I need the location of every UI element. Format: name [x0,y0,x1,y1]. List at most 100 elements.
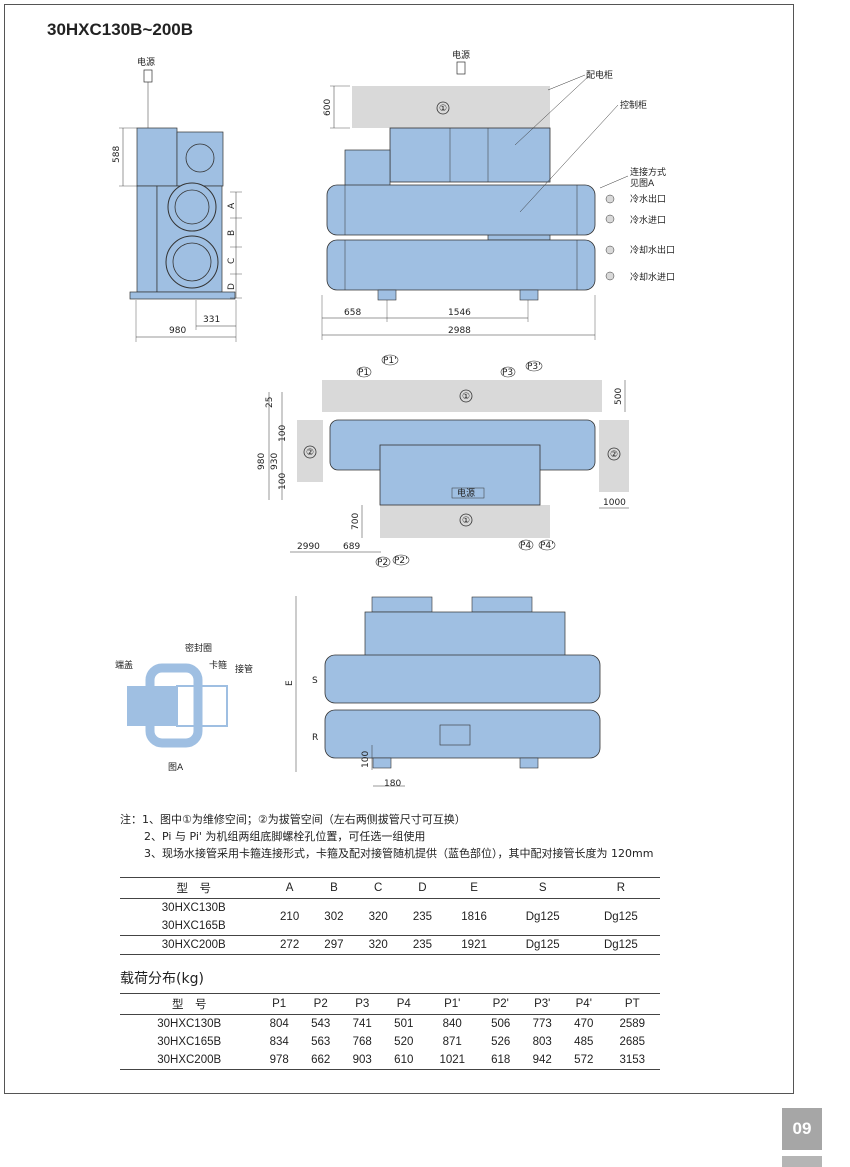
end-cap-label: 端盖 [115,659,133,671]
cell-model: 30HXC165B [157,1036,222,1048]
cell: 3153 [604,1051,660,1070]
cell: Dg125 [603,911,638,923]
dim-100-a: 100 [278,425,288,442]
fig-a-drawing: 端盖 密封圈 卡箍 接管 图A [115,642,253,773]
cooling-out-label: 冷却水出口 [630,244,675,256]
seal-ring-label: 密封圈 [185,642,212,654]
load-table: 型 号 P1 P2 P3 P4 P1' P2' P3' P4' PT 30HXC… [120,993,660,1070]
label-P2p: P2' [394,556,408,566]
cell: 506 [491,1018,511,1030]
circle2-right: ② [610,450,618,460]
side-view-drawing: 电源 588 A B C D 980 331 [112,56,242,342]
cell: 470 [574,1018,594,1030]
col-E: E [444,877,504,899]
note-3: 3、现场水接管采用卡箍连接形式，卡箍及配对接管随机提供（蓝色部位），其中配对接管… [144,847,654,860]
cell: 572 [563,1051,605,1070]
cell-model: 30HXC200B [120,1051,259,1070]
dim-100-b: 100 [278,473,288,490]
notes-block: 注：1、图中①为维修空间；②为拔管空间（左右两侧拔管尺寸可互换） 2、Pi 与 … [120,811,653,862]
cell: 320 [356,935,401,955]
dim-930: 930 [270,453,280,470]
cell: 903 [341,1051,383,1070]
cell: 942 [521,1051,563,1070]
cell: 1021 [424,1051,480,1070]
dimension-table-header: 型 号 A B C D E S R [120,877,660,899]
cell: 741 [352,1018,372,1030]
load-table-title: 载荷分布(kg) [120,971,204,987]
cell: 520 [394,1036,414,1048]
cell: 768 [352,1036,372,1048]
dim-600: 600 [323,99,333,116]
cell: 485 [574,1036,594,1048]
cell: 840 [442,1018,462,1030]
cell: 871 [442,1036,462,1048]
table-row: 30HXC165B [120,917,660,936]
cell: 803 [532,1036,552,1048]
page-title: 30HXC130B~200B [47,20,194,39]
cell: 526 [491,1036,511,1048]
cooling-in-label: 冷却水进口 [630,271,675,283]
label-A: A [227,202,237,209]
cell: 2589 [619,1018,646,1030]
col-P4p: P4' [563,993,605,1015]
cell: 834 [269,1036,289,1048]
cell: 2685 [619,1036,646,1048]
label-P1: P1 [358,368,369,378]
front-view-drawing: 电源 ① 600 配电柜 控制柜 连接方式 见图A 冷水出口 冷水 [321,49,675,340]
fig-a-caption: 图A [168,762,184,773]
table-row: 30HXC130B 804 543 741 501 840 506 773 47… [120,1015,660,1034]
page-number: 09 [782,1108,822,1150]
connect-method-label: 连接方式 [630,166,666,178]
cell: 210 [280,911,300,923]
cell: 978 [258,1051,300,1070]
table-row: 30HXC200B 272 297 320 235 1921 Dg125 Dg1… [120,935,660,955]
label-P3p: P3' [527,362,541,372]
label-E: E [285,680,295,686]
cell: 662 [299,1051,342,1070]
circle1-plan-bottom: ① [462,516,470,526]
cell: 235 [412,911,433,923]
control-cabinet-label: 控制柜 [620,99,647,111]
cell: 235 [400,935,445,955]
dim-1546: 1546 [448,308,471,318]
circle2-left: ② [306,448,314,458]
col-P3p: P3' [521,993,563,1015]
dim-700: 700 [351,513,361,530]
dim-331: 331 [203,315,220,325]
col-P1p: P1' [424,993,480,1015]
label-B: B [227,230,237,236]
dim-500: 500 [614,388,624,405]
chilled-out-label: 冷水出口 [630,193,666,205]
col-P4: P4 [383,993,425,1015]
power-label: 电源 [137,56,155,68]
cell-model: 30HXC165B [161,920,226,932]
dim-980-side: 980 [169,326,186,336]
cell: 618 [479,1051,522,1070]
col-D: D [400,877,445,899]
label-D: D [227,283,237,290]
cell: 563 [311,1036,331,1048]
cell: 804 [269,1018,289,1030]
dim-25: 25 [265,397,275,408]
col-PT: PT [604,993,660,1015]
col-P3: P3 [341,993,383,1015]
cell-model: 30HXC200B [120,935,268,955]
label-C: C [227,258,237,264]
cell: 302 [324,911,344,923]
cell: Dg125 [525,911,560,923]
col-R: R [581,877,660,899]
circle1-plan-top: ① [462,392,470,402]
cell-model: 30HXC130B [157,1018,222,1030]
col-model: 型 号 [120,877,268,899]
col-model: 型 号 [120,993,259,1015]
label-S: S [312,676,318,686]
label-P1p: P1' [383,356,397,366]
cell: 272 [267,935,312,955]
plan-view-drawing: ① ① ② ② 电源 P1 P1' P3 P3' P2 P2' P4 P4' 2… [257,354,629,568]
bottom-view-drawing: E S R 100 180 [285,596,601,789]
clamp-label: 卡箍 [209,659,227,671]
cell: 297 [311,935,357,955]
cell: 1921 [444,935,504,955]
dim-180: 180 [384,779,401,789]
